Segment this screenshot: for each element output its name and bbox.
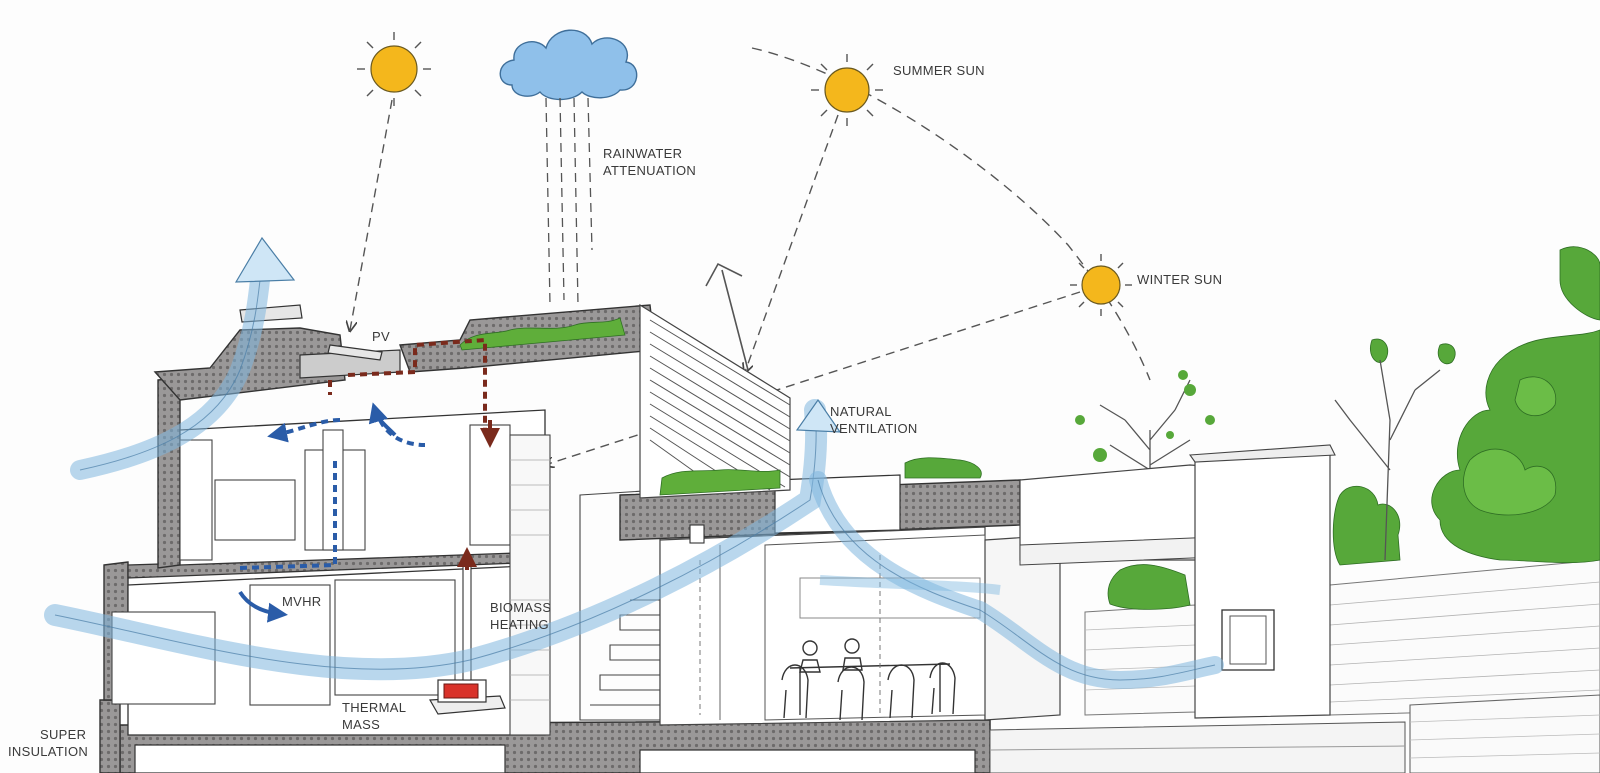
biomass-heating-label-line1: BIOMASS [490,600,551,616]
natural-ventilation-label-line2: VENTILATION [830,421,918,437]
low-boundary-wall [1085,605,1195,715]
mvhr-label: MVHR [282,594,321,610]
thermal-mass-label-line1: THERMAL [342,700,406,716]
summer-sun-label: SUMMER SUN [893,63,985,79]
rainwater-label-line1: RAINWATER [603,146,682,162]
super-insulation-label-line2: INSULATION [8,744,88,760]
thermal-mass-label-line2: MASS [342,717,380,733]
natural-ventilation-label-line1: NATURAL [830,404,892,420]
biomass-heating-label-line2: HEATING [490,617,549,633]
brick-column [510,435,550,735]
pv-sun-icon [357,32,431,106]
winter-sun-label: WINTER SUN [1137,272,1222,288]
central-building [620,305,1335,725]
winter-sun-icon [1070,254,1132,316]
garden-wall [1330,560,1600,715]
rainwater-label-line2: ATTENUATION [603,163,696,179]
sun-path-arc [752,48,1150,380]
pv-label: PV [372,329,390,345]
summer-sun-icon [811,54,883,126]
rainfall-lines [546,98,592,305]
front-low-wall [1410,695,1600,773]
rain-cloud-icon [500,30,636,99]
super-insulation-label-line1: SUPER [40,727,86,743]
